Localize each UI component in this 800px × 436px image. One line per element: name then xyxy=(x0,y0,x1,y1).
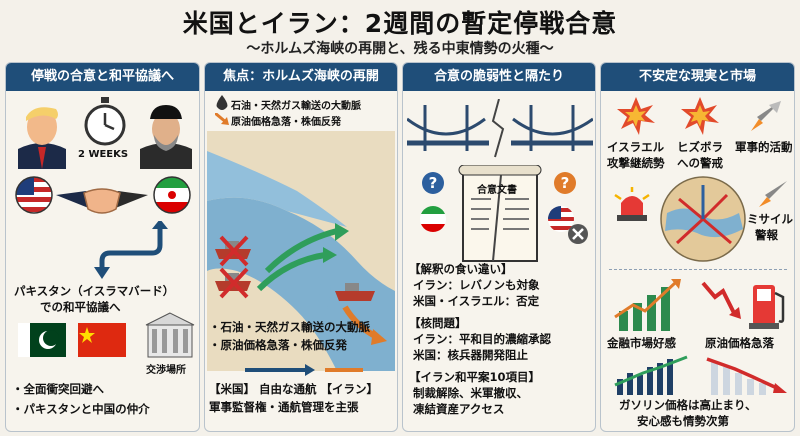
clock-icon xyxy=(84,97,126,146)
iran-flag-icon xyxy=(420,206,446,232)
missile-label-2: 警報 xyxy=(755,228,778,242)
nuclear-2: 米国：核兵器開発阻止 xyxy=(413,348,528,362)
hezbollah-label-2: への警戒 xyxy=(677,156,723,170)
explosion-icon xyxy=(617,97,655,135)
military-label: 軍事的活動 xyxy=(735,140,793,154)
interp-2: 米国・イスラエル：否定 xyxy=(413,294,540,308)
panel-header-fragility: 合意の脆弱性と隔たり xyxy=(403,63,595,91)
plan-title: 【イラン和平案10項目】 xyxy=(409,370,541,384)
oil-drop-icon xyxy=(216,95,228,110)
weeks-label: 2 WEEKS xyxy=(78,149,129,160)
israel-label-2: 攻撃継続勢 xyxy=(607,156,665,170)
panel-header-markets: 不安定な現実と市場 xyxy=(601,63,794,91)
ship-icon xyxy=(335,283,375,301)
building-icon xyxy=(145,312,195,358)
gas-line-2: 安心感も情勢次第 xyxy=(637,414,729,428)
strait-map xyxy=(207,131,395,371)
panel-ceasefire: 停戦の合意と和平協議へ 2 WEEKS xyxy=(5,62,200,432)
china-flag-icon xyxy=(78,323,126,357)
nuclear-1: イラン：平和目的濃縮承認 xyxy=(413,332,551,346)
israel-label-1: イスラエル xyxy=(607,140,665,154)
plan-2: 凍結資産アクセス xyxy=(413,402,505,416)
iran-flag-icon xyxy=(153,176,191,214)
panel2-bullet-2: ・原油価格急落・株価反発 xyxy=(209,338,347,352)
map-label-2: 原油価格急落・株価反発 xyxy=(231,117,341,128)
svg-text:?: ? xyxy=(561,174,570,192)
question-icon: ? xyxy=(554,172,576,194)
close-icon xyxy=(568,224,588,244)
page-title: 米国とイラン：2週間の暫定停戦合意 xyxy=(182,9,618,38)
iran-leader-icon xyxy=(140,105,192,169)
interp-title: 【解釈の食い違い】 xyxy=(409,262,513,276)
panel1-bullet-1: ・全面衝突回避へ xyxy=(12,382,104,396)
siren-icon xyxy=(614,187,650,221)
panel1-bullet-2: ・パキスタンと中国の仲介 xyxy=(12,402,150,416)
rocket-icon xyxy=(759,181,787,207)
nav-line-2: 軍事監督権・通航管理を主張 xyxy=(209,400,359,414)
panel4-divider xyxy=(609,269,787,270)
plan-1: 制裁解除、米軍撤収、 xyxy=(413,386,528,400)
interp-1: イラン：レバノンも対象 xyxy=(413,278,540,292)
document-label: 合意文書 xyxy=(477,185,517,196)
globe-icon xyxy=(660,176,746,262)
fuel-pump-icon xyxy=(749,285,785,329)
market-good-label: 金融市場好感 xyxy=(607,336,676,350)
oil-drop-label: 原油価格急落 xyxy=(705,336,774,350)
chart-up-icon xyxy=(614,355,688,395)
explosion-icon xyxy=(681,97,719,135)
us-leader-icon xyxy=(18,107,66,169)
handshake-icon xyxy=(56,188,148,214)
chart-up-icon xyxy=(614,279,681,331)
question-icon: ? xyxy=(422,172,444,194)
pakistan-flag-icon xyxy=(18,323,66,357)
rocket-icon xyxy=(751,101,781,131)
us-flag-icon xyxy=(548,206,574,232)
bridge-icon xyxy=(407,99,593,158)
panel-header-ceasefire: 停戦の合意と和平協議へ xyxy=(6,63,199,91)
nav-arrow-icon xyxy=(245,364,363,376)
page-subtitle: ～ホルムズ海峡の再開と、残る中東情勢の火種～ xyxy=(246,41,554,57)
panel-markets: 不安定な現実と市場 イスラエル 攻撃継続勢 ヒズボラ への警戒 軍事的活動 ミサ… xyxy=(600,62,795,432)
chart-down-icon xyxy=(706,357,787,395)
venue-label: 交渉場所 xyxy=(146,365,186,376)
chart-down-icon xyxy=(701,281,741,319)
merge-arrow-icon xyxy=(94,221,168,279)
missile-label-1: ミサイル xyxy=(747,212,793,226)
talks-text-2: での和平協議へ xyxy=(40,300,121,314)
down-arrow-small-icon xyxy=(215,113,229,125)
talks-text-1: パキスタン（イスラマバード） xyxy=(14,284,175,298)
svg-text:?: ? xyxy=(429,174,438,192)
panel2-bullet-1: ・石油・天然ガス輸送の大動脈 xyxy=(209,320,370,334)
document-icon xyxy=(458,165,542,262)
gas-line-1: ガソリン価格は高止まり、 xyxy=(619,398,757,412)
nav-line-1: 【米国】 自由な通航 【イラン】 xyxy=(209,382,379,396)
panel-fragility: 合意の脆弱性と隔たり 合意文書 ? ? xyxy=(402,62,596,432)
panel-hormuz: 焦点：ホルムズ海峡の再開 石油・天然ガス輸送の大動脈 原油価格急落・株価反発 xyxy=(204,62,398,432)
us-flag-icon xyxy=(15,176,53,214)
panel-header-hormuz: 焦点：ホルムズ海峡の再開 xyxy=(205,63,397,91)
map-label-1: 石油・天然ガス輸送の大動脈 xyxy=(231,101,361,112)
nuclear-title: 【核問題】 xyxy=(409,316,467,330)
hezbollah-label-1: ヒズボラ xyxy=(677,140,723,154)
